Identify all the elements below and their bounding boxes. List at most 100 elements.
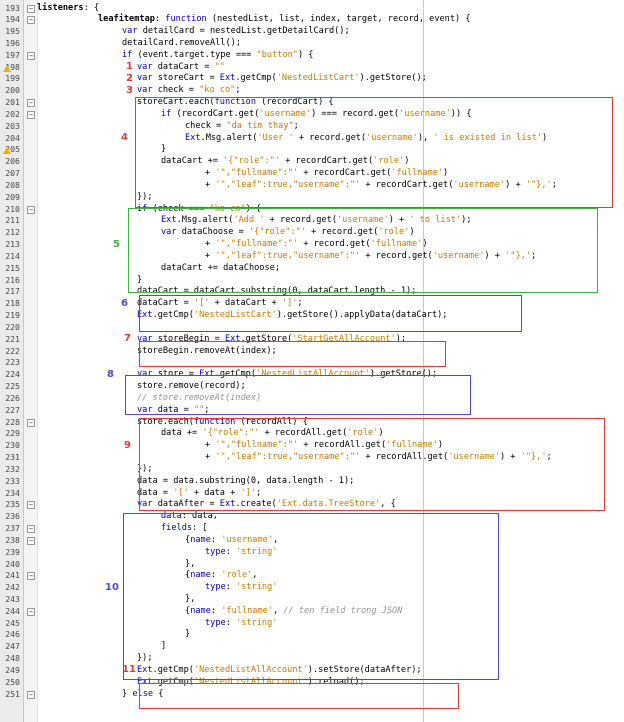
line-number: 238 (5, 534, 20, 545)
code-line[interactable]: 213+ '","fullname":"' + record.get('full… (0, 239, 624, 251)
code-line[interactable]: 231+ '","leaf":true,"username":"' + reco… (0, 452, 624, 464)
code-text: var check = "ko co"; (137, 85, 241, 96)
minus-box-icon[interactable]: − (27, 418, 35, 427)
code-text: var storeBegin = Ext.getStore('StartGetA… (137, 333, 407, 344)
code-line[interactable]: 194−leafitemtap: function (nestedList, l… (0, 14, 624, 26)
line-number: 244 (5, 605, 20, 616)
minus-box-icon[interactable]: − (27, 110, 35, 119)
code-line[interactable]: 247] (0, 641, 624, 653)
line-number: 218 (5, 298, 20, 309)
minus-box-icon[interactable]: − (27, 525, 35, 534)
code-line[interactable]: 228−store.each(function (recordAll) { (0, 417, 624, 429)
line-number: 225 (5, 381, 20, 392)
line-number: 227 (5, 404, 20, 415)
minus-box-icon[interactable]: − (27, 607, 35, 616)
right-margin-line (423, 0, 424, 722)
minus-box-icon[interactable]: − (27, 536, 35, 545)
code-line[interactable]: 193−listeners: { (0, 3, 624, 15)
code-line[interactable]: 202−if (recordCart.get('username') === r… (0, 109, 624, 121)
line-number: 224 (5, 369, 20, 380)
code-line[interactable]: 223 (0, 357, 624, 369)
code-line[interactable]: 238−{name: 'username', (0, 535, 624, 547)
line-number: 207 (5, 168, 20, 179)
line-number: 199 (5, 73, 20, 84)
code-text: dataCart += '{"role":"' + recordCart.get… (161, 156, 410, 167)
line-number: 249 (5, 664, 20, 675)
code-line[interactable]: 246} (0, 629, 624, 641)
line-number: 239 (5, 546, 20, 557)
code-text: } (137, 274, 143, 285)
code-line[interactable]: 226// store.removeAt(index) (0, 393, 624, 405)
code-line[interactable]: 237−fields: [ (0, 523, 624, 535)
code-line[interactable]: 209}); (0, 192, 624, 204)
line-number: 214 (5, 250, 20, 261)
minus-box-icon[interactable]: − (27, 99, 35, 108)
code-line[interactable]: 216} (0, 275, 624, 287)
code-text: ] (161, 641, 167, 652)
annotation-label: 9 (124, 439, 131, 451)
minus-box-icon[interactable]: − (27, 690, 35, 699)
minus-box-icon[interactable]: − (27, 51, 35, 60)
minus-box-icon[interactable]: − (27, 501, 35, 510)
code-line[interactable]: 220 (0, 322, 624, 334)
code-line[interactable]: 208+ '","leaf":true,"username":"' + reco… (0, 180, 624, 192)
code-line[interactable]: 207+ '","fullname":"' + recordCart.get('… (0, 168, 624, 180)
minus-box-icon[interactable]: − (27, 572, 35, 581)
code-line[interactable]: 224 var store = Ext.getCmp('NestedListAll… (0, 369, 624, 381)
code-line[interactable]: 243}, (0, 594, 624, 606)
annotation-box-8 (125, 375, 471, 415)
code-text: if (event.target.type === "button") { (122, 49, 314, 60)
code-text: var store = Ext.getCmp('NestedListAllAcc… (137, 369, 438, 380)
code-line[interactable]: 232}); (0, 464, 624, 476)
code-line[interactable]: 244−{name: 'fullname', // ten field tron… (0, 606, 624, 618)
code-line[interactable]: 201−storeCart.each(function (recordCart)… (0, 97, 624, 109)
line-number: 234 (5, 487, 20, 498)
minus-box-icon[interactable]: − (27, 4, 35, 13)
line-number: 194 (5, 14, 20, 25)
code-line[interactable]: 241−{name: 'role', (0, 570, 624, 582)
minus-box-icon[interactable]: − (27, 16, 35, 25)
line-number: 196 (5, 37, 20, 48)
code-text: storeCart.each(function (recordCart) { (137, 97, 334, 108)
code-line[interactable]: 205} (0, 144, 624, 156)
line-number: 236 (5, 511, 20, 522)
code-line[interactable]: 240}, (0, 559, 624, 571)
code-line[interactable]: 248}); (0, 653, 624, 665)
code-line[interactable]: 235−var dataAfter = Ext.create('Ext.data… (0, 499, 624, 511)
minus-box-icon[interactable]: − (27, 205, 35, 214)
annotation-box-7 (139, 341, 446, 367)
code-line[interactable]: 230+ '","fullname":"' + recordAll.get('f… (0, 440, 624, 452)
line-number: 222 (5, 345, 20, 356)
code-line[interactable]: 214+ '","leaf":true,"username":"' + reco… (0, 251, 624, 263)
code-line[interactable]: 251−} else { (0, 689, 624, 701)
code-line[interactable]: 197−if (event.target.type === "button") … (0, 50, 624, 62)
